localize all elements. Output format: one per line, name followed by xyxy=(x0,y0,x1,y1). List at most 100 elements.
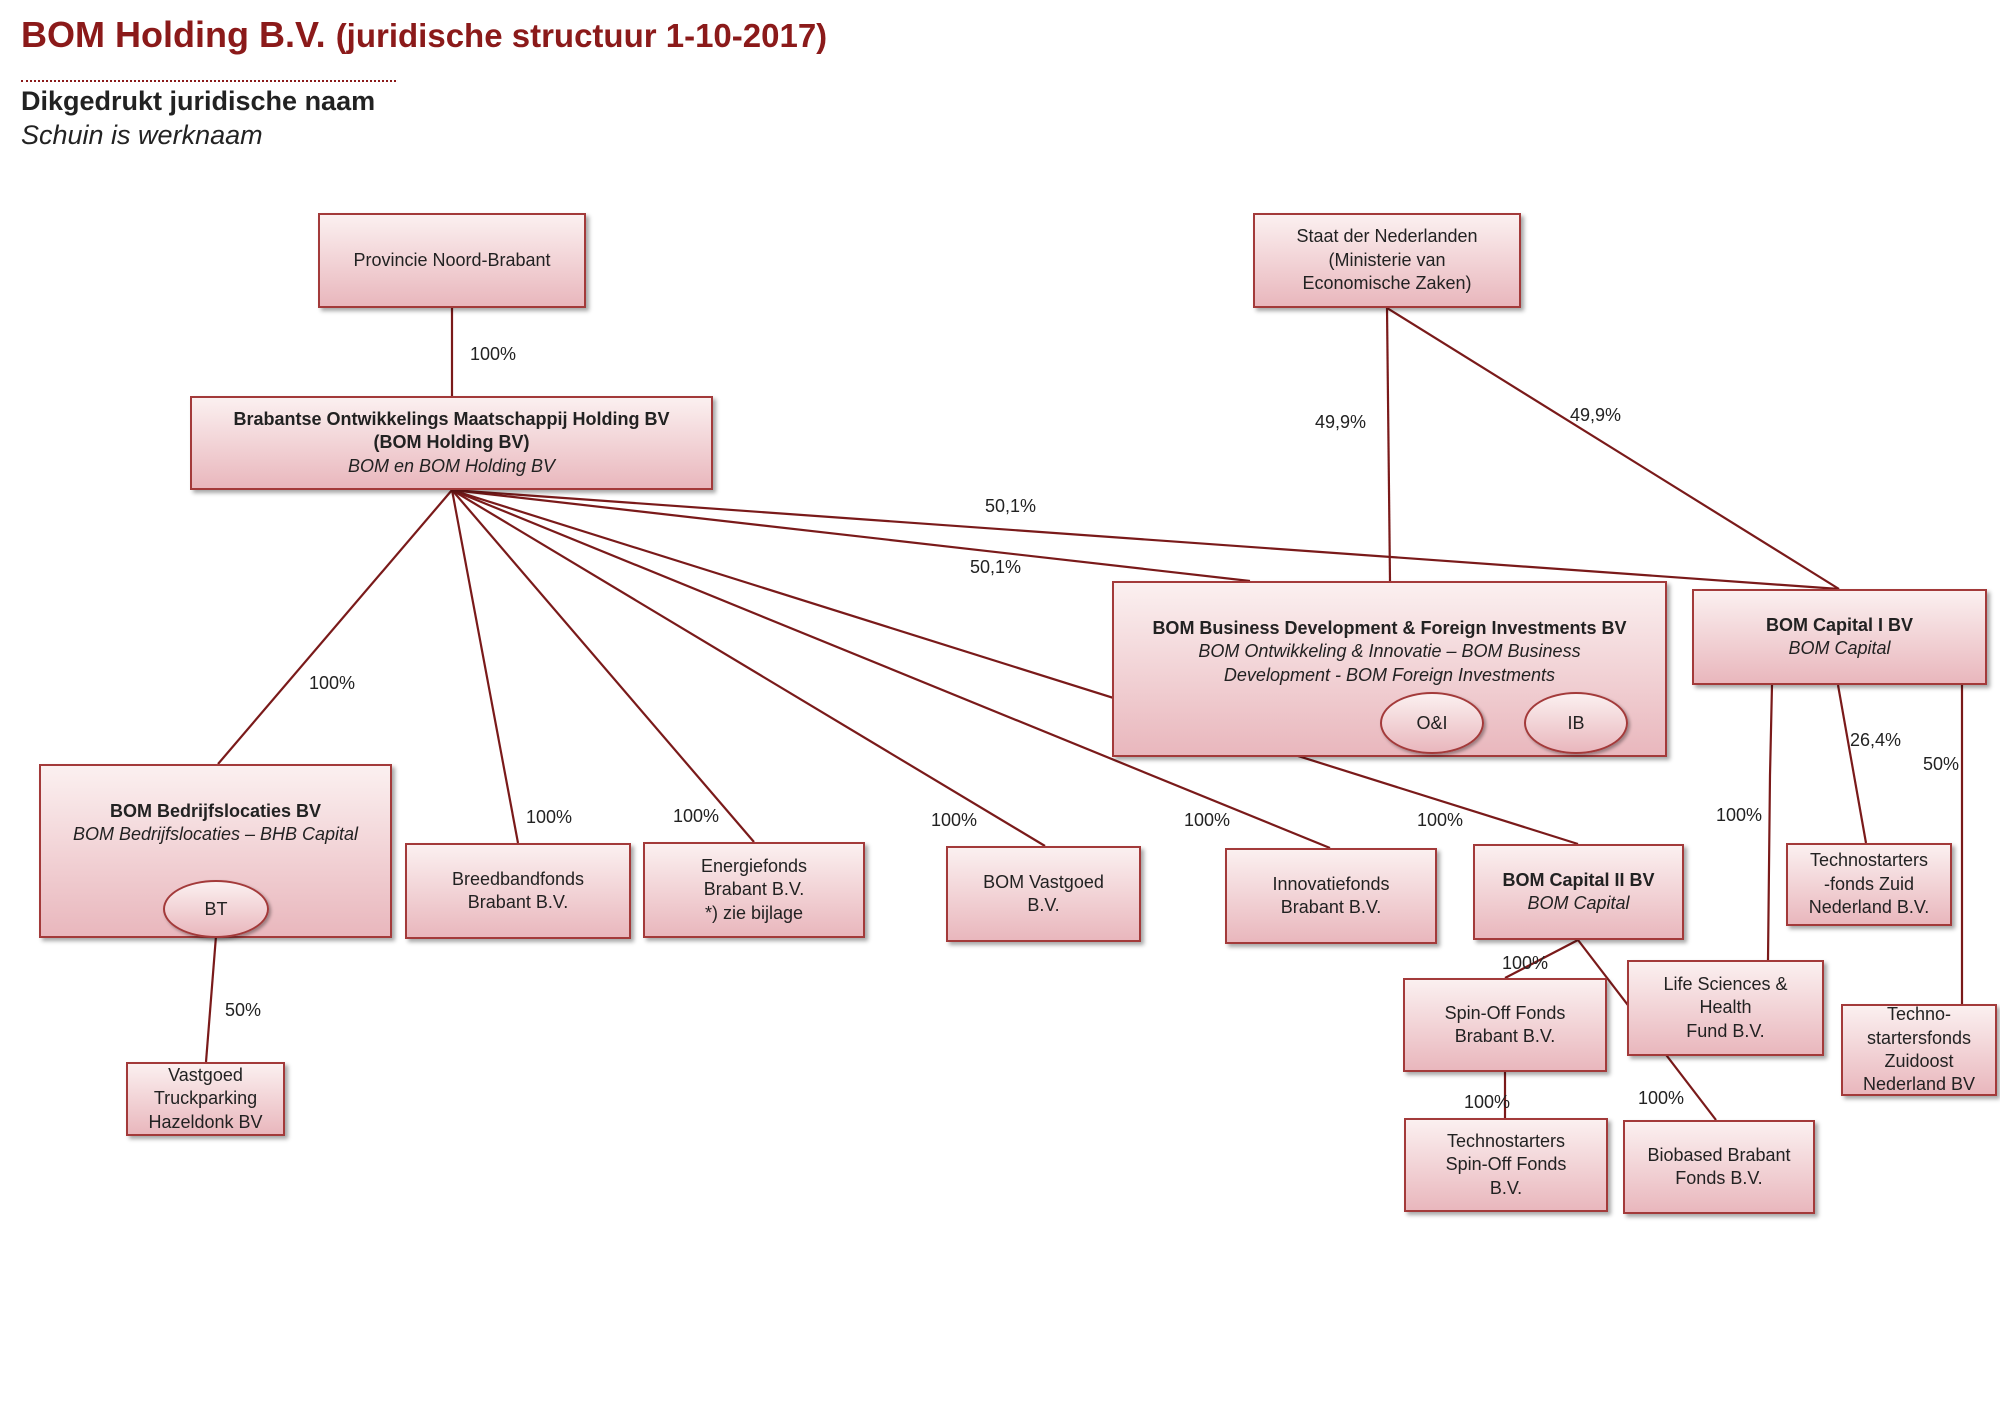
node-label: B.V. xyxy=(1027,895,1060,915)
pct-cap1-techno-zo: 50% xyxy=(1923,754,1960,774)
node-label: Life Sciences & xyxy=(1663,973,1788,994)
node-label: (Ministerie van xyxy=(1328,249,1446,270)
node-label: Economische Zaken) xyxy=(1302,273,1472,294)
node-label: *) zie bijlage xyxy=(704,902,804,923)
node-label: Spin-Off Fonds xyxy=(1445,1154,1567,1175)
node-bom-capital-2: BOM Capital II BV BOM Capital xyxy=(1473,844,1684,940)
node-staat-der-nederlanden: Staat der Nederlanden (Ministerie van Ec… xyxy=(1253,213,1521,308)
pct-holding-bedrijfslocaties: 100% xyxy=(309,673,356,693)
title-divider xyxy=(21,80,396,82)
pct-holding-energie: 100% xyxy=(673,806,720,826)
node-life-sciences-health-fund: Life Sciences & Health Fund B.V. xyxy=(1627,960,1824,1056)
node-bom-capital-1: BOM Capital I BV BOM Capital xyxy=(1692,589,1987,685)
pct-cap2-biobased: 100% xyxy=(1638,1088,1685,1108)
node-bom-vastgoed: BOM Vastgoed B.V. xyxy=(946,846,1141,942)
node-work-name: Development - BOM Foreign Investments xyxy=(1223,664,1556,685)
pct-holding-bd: 50,1% xyxy=(970,557,1022,577)
pct-prov-holding: 100% xyxy=(470,344,517,364)
pct-cap1-techno-zuid: 26,4% xyxy=(1850,730,1902,750)
pct-cap2-spinoff: 100% xyxy=(1502,953,1549,973)
node-label: Vastgoed xyxy=(168,1064,243,1085)
pct-spinoff-techno-spin: 100% xyxy=(1464,1092,1511,1112)
node-legal-name: BOM Business Development & Foreign Inves… xyxy=(1152,618,1627,638)
node-work-name: BOM Capital xyxy=(1788,638,1891,658)
node-label: Technostarters xyxy=(1446,1130,1566,1151)
pct-holding-innovatie: 100% xyxy=(1184,810,1231,830)
node-work-name: BOM Capital xyxy=(1527,893,1630,913)
node-legal-name: (BOM Holding BV) xyxy=(373,432,530,453)
pct-holding-breedband: 100% xyxy=(526,807,573,827)
node-label: Brabant B.V. xyxy=(1280,897,1382,917)
edge-staat-bd xyxy=(1385,307,1392,582)
node-technostarters-spin-off-fonds: Technostarters Spin-Off Fonds B.V. xyxy=(1404,1118,1608,1212)
node-label: Health xyxy=(1699,997,1752,1018)
node-legal-name: BOM Bedrijfslocaties BV xyxy=(109,801,322,821)
node-label: Truckparking xyxy=(153,1088,258,1109)
node-spin-off-fonds: Spin-Off Fonds Brabant B.V. xyxy=(1403,978,1607,1072)
node-label: Biobased Brabant xyxy=(1647,1144,1791,1165)
node-innovatiefonds: Innovatiefonds Brabant B.V. xyxy=(1225,848,1437,944)
edge-holding-bd xyxy=(451,488,1251,583)
node-label: B.V. xyxy=(1489,1177,1523,1198)
pct-staat-bd: 49,9% xyxy=(1315,412,1367,432)
edge-cap1-lifesci xyxy=(1766,684,1774,961)
node-work-name: BOM en BOM Holding BV xyxy=(347,455,556,476)
node-bom-bedrijfslocaties: BOM Bedrijfslocaties BV BOM Bedrijfsloca… xyxy=(39,764,392,938)
node-label: Nederland B.V. xyxy=(1808,897,1930,918)
title-main: BOM Holding B.V. xyxy=(21,14,326,55)
node-energiefonds: Energiefonds Brabant B.V. *) zie bijlage xyxy=(643,842,865,938)
node-label: Technostarters xyxy=(1809,850,1929,871)
node-label: Brabant B.V. xyxy=(1454,1026,1556,1046)
node-work-name: BOM Ontwikkeling & Innovatie – BOM Busin… xyxy=(1198,641,1581,662)
node-label: Innovatiefonds xyxy=(1272,873,1390,894)
node-label: Provincie Noord-Brabant xyxy=(353,249,551,270)
node-label: Fonds B.V. xyxy=(1675,1168,1763,1188)
pct-bt-truckparking: 50% xyxy=(225,1000,262,1020)
node-label: Fund B.V. xyxy=(1686,1020,1765,1041)
node-label: Techno- xyxy=(1886,1004,1952,1025)
edge-bt-truckparking xyxy=(204,935,218,1063)
edge-cap2-spinoff xyxy=(1504,939,1579,979)
node-label: Hazeldonk BV xyxy=(148,1111,263,1132)
node-label: BOM Vastgoed xyxy=(983,871,1104,892)
edge-staat-cap1 xyxy=(1386,307,1840,590)
node-label: Staat der Nederlanden xyxy=(1296,226,1478,247)
page-title: BOM Holding B.V. (juridische structuur 1… xyxy=(21,14,827,56)
node-label: startersfonds xyxy=(1866,1027,1972,1048)
node-label: Nederland BV xyxy=(1862,1074,1976,1095)
node-label: Zuidoost xyxy=(1884,1051,1954,1071)
pct-holding-cap1: 50,1% xyxy=(985,496,1037,516)
legend-italic-text: Schuin is werknaam xyxy=(21,120,263,150)
oval-bt: BT xyxy=(163,880,269,938)
edge-holding-innovatie xyxy=(451,488,1331,850)
oval-oi: O&I xyxy=(1380,692,1484,754)
node-legal-name: Brabantse Ontwikkelings Maatschappij Hol… xyxy=(233,408,670,429)
pct-holding-cap2: 100% xyxy=(1417,810,1464,830)
node-legal-name: BOM Capital II BV xyxy=(1502,869,1655,890)
node-breedbandfonds: Breedbandfonds Brabant B.V. xyxy=(405,843,631,939)
legend-bold-text: Dikgedrukt juridische naam xyxy=(21,86,376,116)
node-label: Spin-Off Fonds xyxy=(1444,1002,1566,1023)
node-label: Energiefonds xyxy=(700,855,808,876)
edge-holding-bedrijfslocaties xyxy=(217,489,453,765)
edge-holding-cap2 xyxy=(451,488,1579,846)
edge-holding-breedband xyxy=(450,489,520,844)
pct-staat-cap1: 49,9% xyxy=(1570,405,1622,425)
node-provincie-noord-brabant: Provincie Noord-Brabant xyxy=(318,213,586,308)
node-vastgoed-truckparking-hazeldonk: Vastgoed Truckparking Hazeldonk BV xyxy=(126,1062,285,1136)
node-legal-name: BOM Capital I BV xyxy=(1765,614,1913,635)
edge-holding-vastgoed xyxy=(451,489,1046,847)
title-subtitle: (juridische structuur 1-10-2017) xyxy=(335,17,828,54)
pct-holding-vastgoed: 100% xyxy=(931,810,978,830)
node-work-name: BOM Bedrijfslocaties – BHB Capital xyxy=(72,824,359,845)
pct-cap1-lifesci: 100% xyxy=(1716,805,1763,825)
node-technostartersfonds-zuid: Technostarters -fonds Zuid Nederland B.V… xyxy=(1786,843,1952,926)
node-label: -fonds Zuid xyxy=(1823,873,1915,894)
node-bom-holding: Brabantse Ontwikkelings Maatschappij Hol… xyxy=(190,396,713,490)
node-technostartersfonds-zuidoost: Techno- startersfonds Zuidoost Nederland… xyxy=(1841,1004,1997,1096)
node-label: Brabant B.V. xyxy=(467,892,569,912)
edge-holding-cap1 xyxy=(451,488,1840,591)
node-label: Breedbandfonds xyxy=(451,868,585,889)
edge-holding-energie xyxy=(451,489,755,843)
